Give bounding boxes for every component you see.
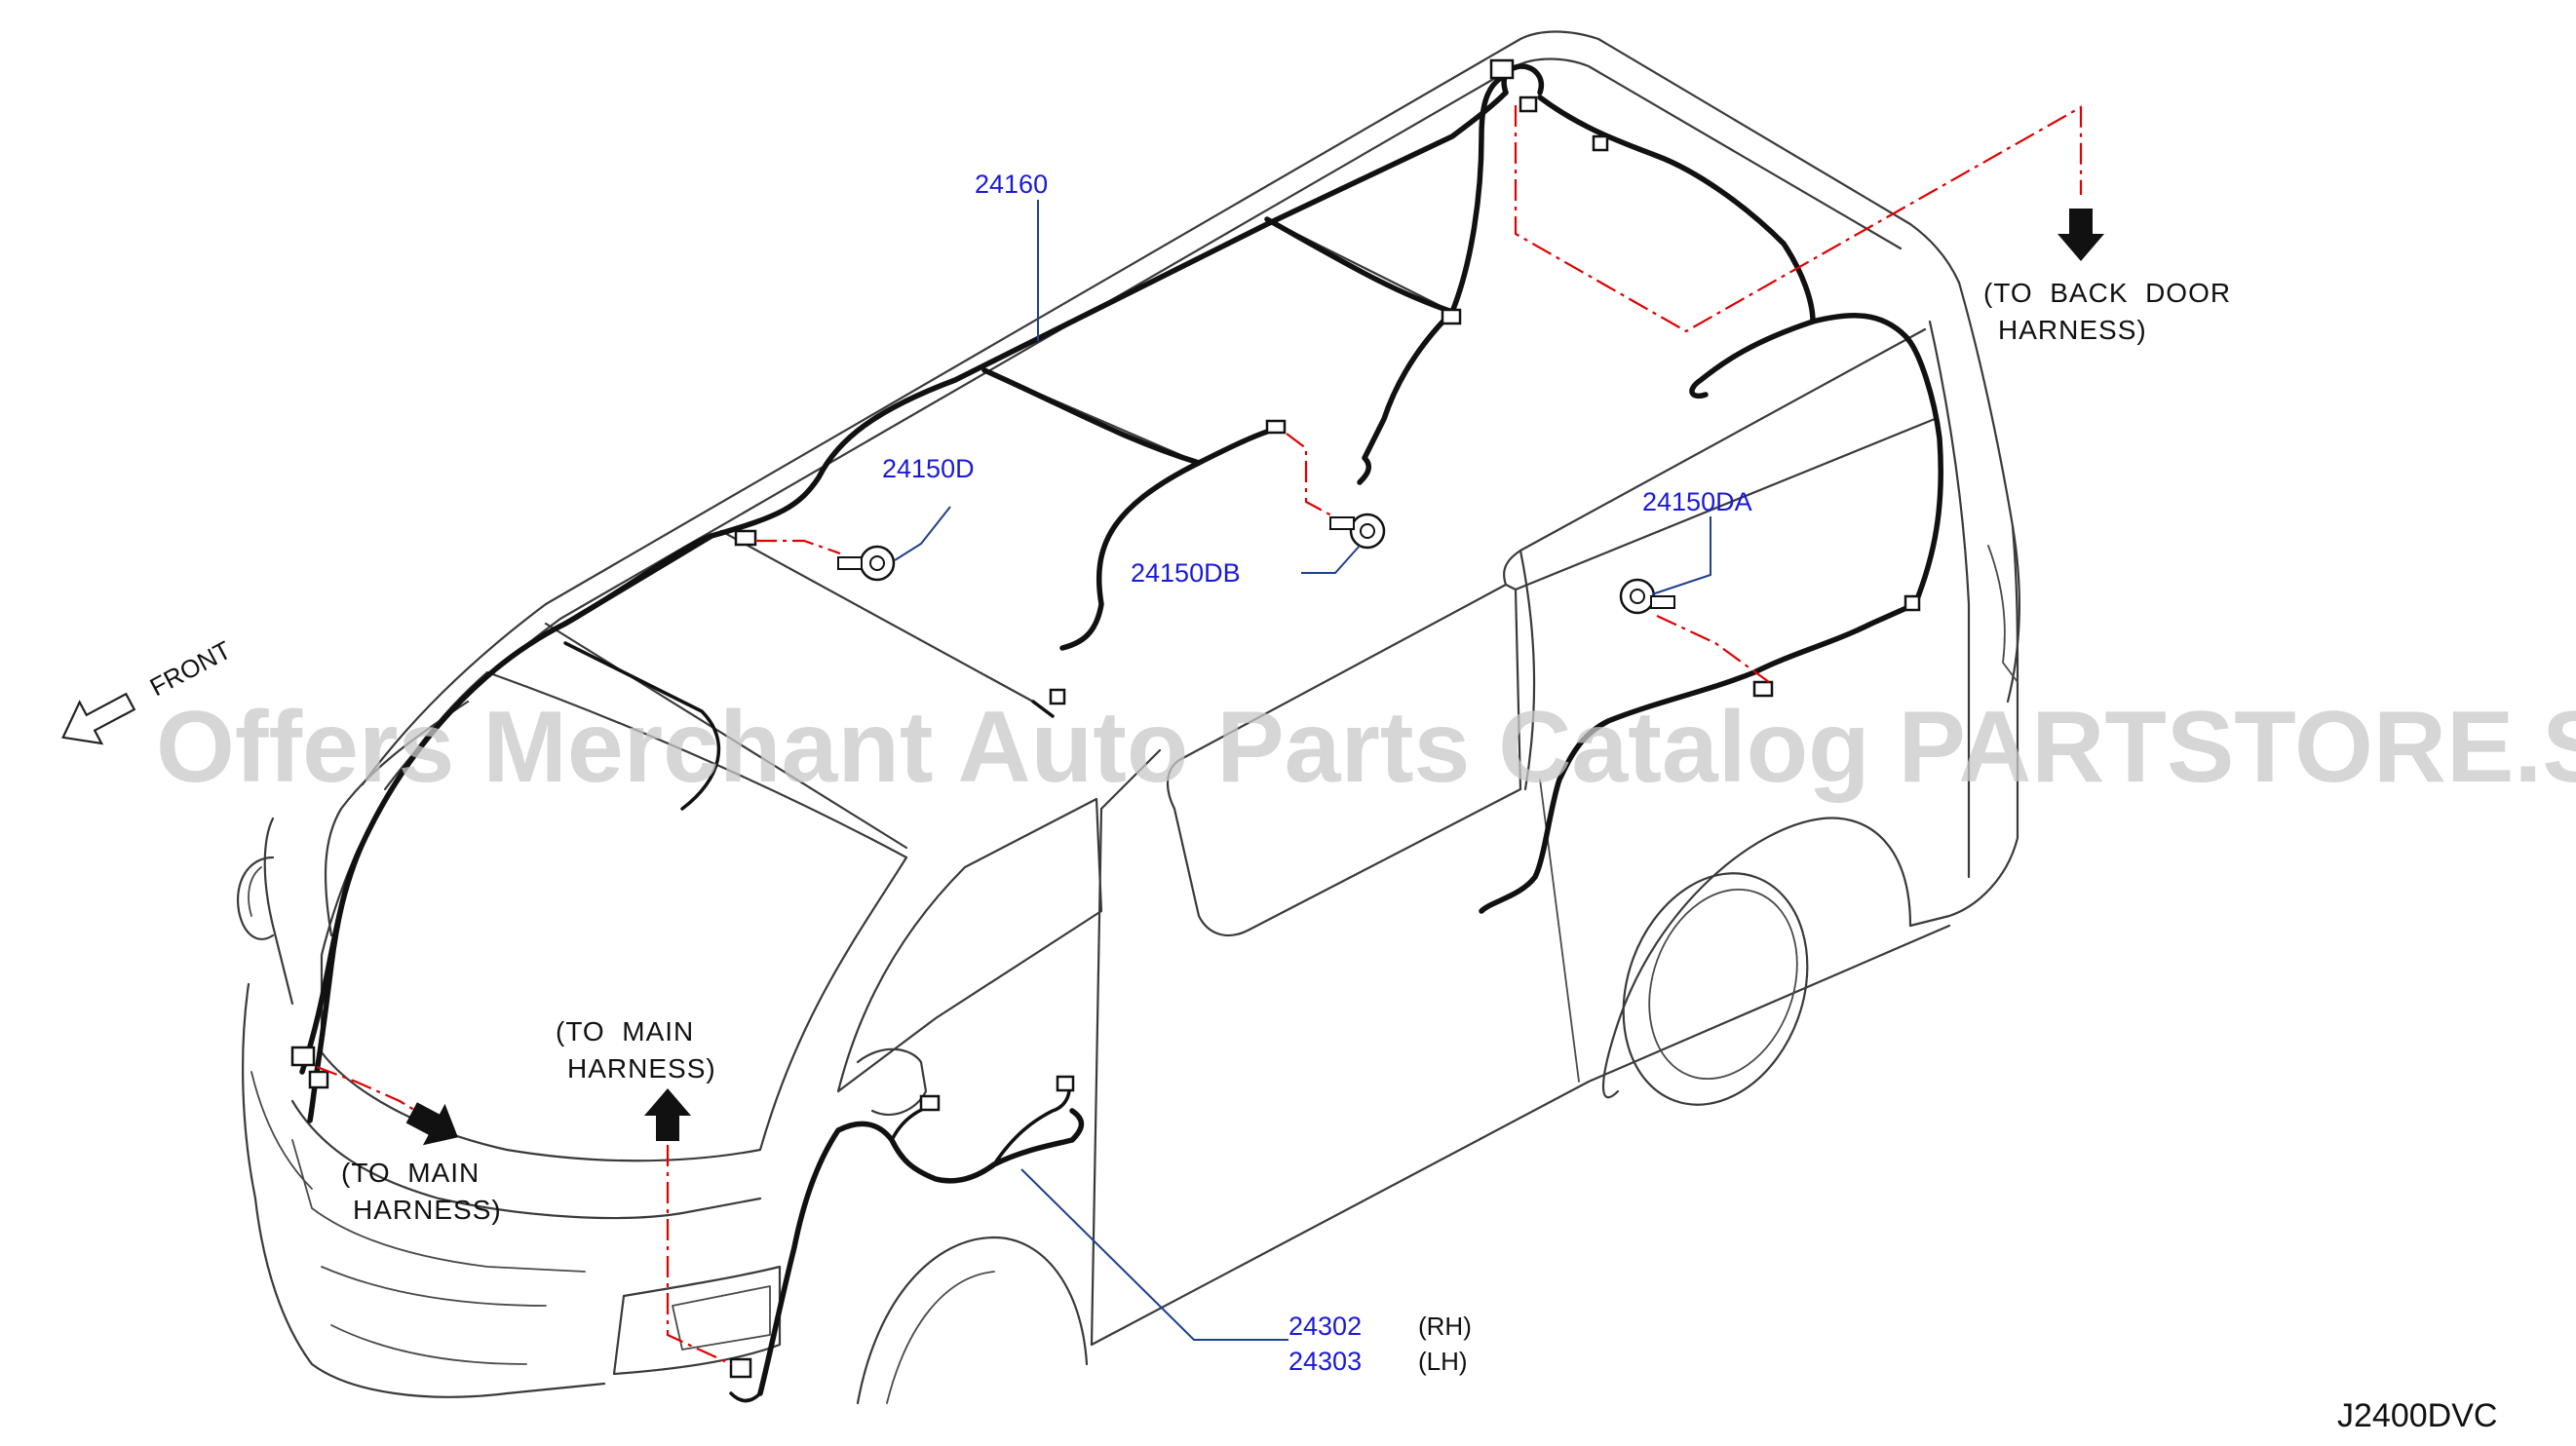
connector-roof-front xyxy=(1489,58,1515,80)
connector-door-1 xyxy=(919,1094,941,1112)
connector-door-2 xyxy=(1056,1075,1075,1092)
main-left-note-line1: (TO MAIN xyxy=(341,1158,480,1188)
solid-arrow-icon-back-door xyxy=(2057,209,2104,261)
lh-label: (LH) xyxy=(1418,1347,1468,1376)
connector-door-lower xyxy=(729,1357,752,1379)
connector-roof-left xyxy=(734,529,757,547)
main-top-note-line1: (TO MAIN xyxy=(556,1016,694,1046)
diagram-code: J2400DVC xyxy=(2337,1397,2497,1434)
part-number-24150D: 24150D xyxy=(882,454,975,483)
hollow-arrow-icon-front xyxy=(61,692,136,745)
connector-roof-rear-2 xyxy=(1592,134,1609,152)
part-number-24160: 24160 xyxy=(975,170,1048,199)
connector-interior-2 xyxy=(1752,680,1774,698)
connector-roof-mid xyxy=(1441,308,1462,325)
watermark: Offers Merchant Auto Parts Catalog PARTS… xyxy=(156,691,2576,804)
main-top-note-line2: HARNESS) xyxy=(567,1053,716,1084)
rh-label: (RH) xyxy=(1418,1312,1472,1341)
solid-arrow-icon-main-top xyxy=(644,1088,691,1141)
bolt-clip-icon-24150DA xyxy=(1619,578,1675,615)
dashed-links xyxy=(316,105,2083,1365)
back-door-note-line2: HARNESS) xyxy=(1998,315,2147,345)
leader-lines xyxy=(894,200,1711,1341)
connector-fender-2 xyxy=(308,1070,329,1089)
part-number-24150DB: 24150DB xyxy=(1131,558,1241,588)
back-door-note-line1: (TO BACK DOOR xyxy=(1983,278,2231,308)
part-number-24303: 24303 xyxy=(1288,1347,1362,1376)
solid-arrow-icon-main-left xyxy=(405,1102,458,1146)
part-number-24150DA: 24150DA xyxy=(1642,487,1752,516)
bolt-clip-icon-24150DB xyxy=(1329,513,1386,550)
part-number-24302: 24302 xyxy=(1288,1312,1362,1341)
bolt-clip-icon-24150D xyxy=(837,545,896,582)
connector-interior-1 xyxy=(1049,688,1066,705)
main-left-note-line2: HARNESS) xyxy=(353,1195,502,1225)
roof-harness-24160 xyxy=(299,63,1943,1403)
connector-rear-pillar xyxy=(1903,594,1921,612)
connector-roof-rear-1 xyxy=(1519,95,1538,113)
connector-fender-1 xyxy=(290,1046,316,1067)
connector-roof-center xyxy=(1265,419,1287,435)
connectors xyxy=(290,58,1921,1379)
